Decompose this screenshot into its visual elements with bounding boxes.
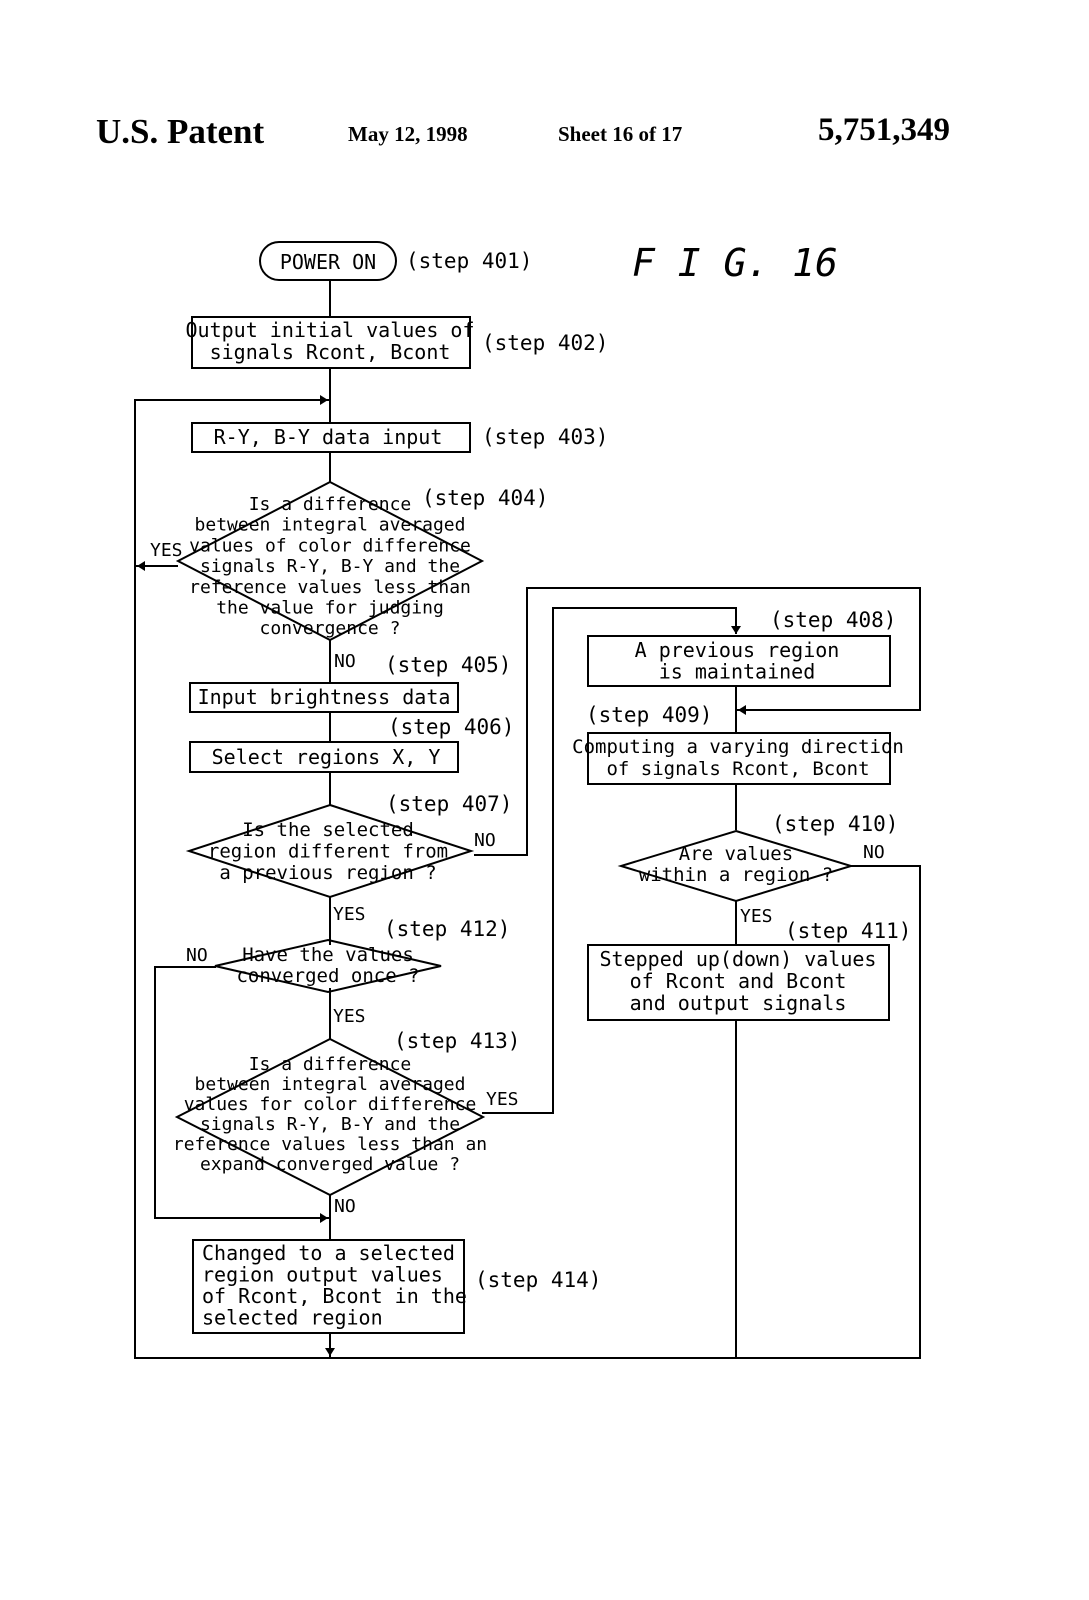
step-408-text: A previous region [635, 638, 840, 662]
arrowhead [325, 1348, 335, 1356]
arrowhead [320, 395, 328, 405]
step-label: (step 402) [482, 331, 608, 355]
yes-label: YES [333, 904, 366, 925]
step-402-text: signals Rcont, Bcont [210, 340, 451, 364]
arrowhead [738, 705, 746, 715]
step-411-box [587, 944, 890, 1021]
step-label: (step 401) [406, 249, 532, 273]
step-408-box [587, 635, 891, 687]
yes-label: YES [333, 1006, 366, 1027]
step-label: (step 412) [384, 917, 510, 941]
step-411-text: of Rcont and Bcont [630, 969, 847, 993]
no-label: NO [334, 1196, 356, 1217]
step-407-text: region different from [208, 841, 448, 863]
yes-label: YES [740, 906, 773, 927]
yes-label: YES [150, 540, 183, 561]
step-413-text: signals R-Y, B-Y and the [200, 1114, 460, 1135]
figure-label: F I G. 16 [632, 241, 838, 285]
step-404-text: signals R-Y, B-Y and the [200, 556, 460, 577]
flow-line [474, 587, 921, 856]
arrowhead [731, 626, 741, 634]
step-label: (step 407) [386, 792, 512, 816]
no-label: NO [863, 842, 885, 863]
step-406-text: Select regions X, Y [212, 745, 441, 769]
step-label: (step 406) [388, 715, 514, 739]
step-label: (step 414) [475, 1268, 601, 1292]
step-403-text: R-Y, B-Y data input [214, 425, 443, 449]
step-label: (step 403) [482, 425, 608, 449]
patent-date: May 12, 1998 [348, 122, 468, 146]
step-408-text: is maintained [659, 660, 816, 684]
flow-line [736, 865, 921, 1359]
sheet-number: Sheet 16 of 17 [558, 122, 683, 146]
step-404-text: Is a difference [249, 494, 412, 515]
flow-line [154, 966, 330, 1219]
step-404-text: convergence ? [260, 618, 401, 639]
step-409-text: of signals Rcont, Bcont [606, 758, 869, 780]
step-label: (step 411) [785, 919, 911, 943]
step-label: (step 405) [385, 653, 511, 677]
no-label: NO [474, 830, 496, 851]
patent-title: U.S. Patent [96, 112, 265, 151]
step-413-text: between integral averaged [195, 1074, 466, 1095]
arrowhead [320, 1213, 328, 1223]
flow-line [134, 399, 330, 1359]
step-409-box [587, 732, 891, 785]
step-404-text: between integral averaged [195, 515, 466, 536]
step-414-text: region output values [202, 1263, 443, 1287]
step-403-box [191, 422, 471, 453]
step-413-text: reference values less than an [173, 1134, 487, 1155]
no-label: NO [186, 945, 208, 966]
arrowhead [137, 561, 145, 571]
step-label: (step 409) [586, 703, 712, 727]
step-405-text: Input brightness data [198, 685, 451, 709]
yes-label: YES [486, 1089, 519, 1110]
step-410-text: within a region ? [639, 864, 833, 886]
no-label: NO [334, 651, 356, 672]
patent-number: 5,751,349 [818, 112, 950, 148]
step-413-text: Is a difference [249, 1054, 412, 1075]
step-407-text: a previous region ? [219, 862, 436, 884]
step-413-text: values for color difference [184, 1094, 477, 1115]
step-412-text: converged once ? [236, 965, 419, 987]
step-404-text: values of color difference [189, 535, 471, 556]
step-414-text: Changed to a selected [202, 1241, 455, 1265]
step-410-text: Are values [679, 843, 793, 865]
power-on-text: POWER ON [280, 250, 376, 274]
step-414-box [192, 1239, 465, 1334]
step-413-text: expand converged value ? [200, 1154, 460, 1175]
step-label: (step 408) [770, 608, 896, 632]
step-label: (step 413) [394, 1029, 520, 1053]
step-412-text: Have the values [242, 944, 414, 966]
step-414-text: of Rcont, Bcont in the [202, 1284, 467, 1308]
step-410-decision [617, 829, 855, 903]
step-412-decision [214, 938, 442, 994]
step-402-box [191, 316, 471, 369]
step-411-text: and output signals [630, 991, 847, 1015]
step-407-text: Is the selected [242, 819, 414, 841]
step-402-text: Output initial values of [186, 318, 475, 342]
flow-line [482, 607, 737, 1114]
step-411-text: Stepped up(down) values [600, 947, 877, 971]
step-406-box [189, 741, 459, 773]
step-label: (step 410) [772, 812, 898, 836]
step-404-text: reference values less than [189, 577, 471, 598]
power-on-terminator [259, 241, 397, 281]
step-404-text: the value for judging [216, 598, 444, 619]
step-407-decision [185, 803, 475, 899]
step-label: (step 404) [422, 486, 548, 510]
step-414-text: selected region [202, 1306, 383, 1330]
step-409-text: Computing a varying direction [572, 736, 904, 758]
step-404-decision [175, 480, 485, 642]
step-413-decision [174, 1037, 486, 1197]
step-405-box [189, 682, 459, 713]
